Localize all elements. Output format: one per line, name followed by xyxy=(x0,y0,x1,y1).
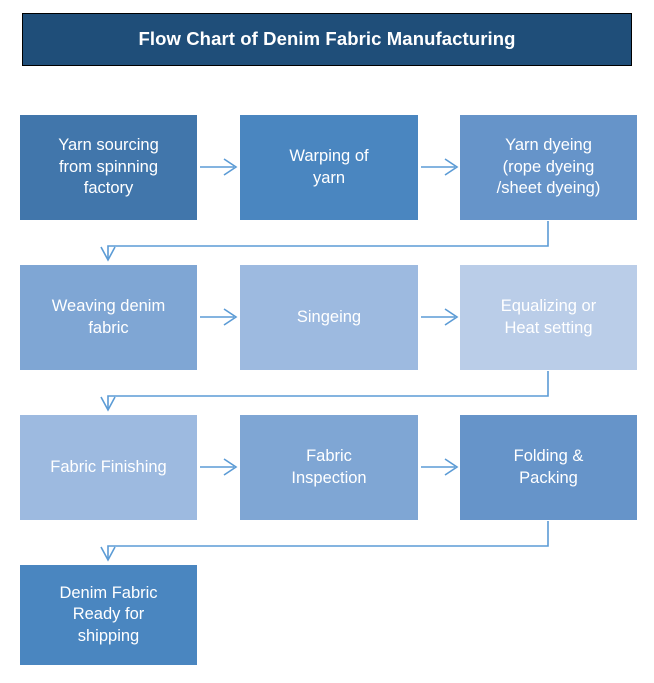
node-label: Warping of yarn xyxy=(289,147,369,187)
node-label: Yarn dyeing (rope dyeing /sheet dyeing) xyxy=(496,136,601,198)
node-folding-packing[interactable]: Folding & Packing xyxy=(460,415,637,520)
node-label: Singeing xyxy=(296,307,362,326)
arrow-inspection-to-folding-packing xyxy=(421,458,459,476)
node-warping-of-yarn[interactable]: Warping of yarn xyxy=(240,115,418,220)
node-yarn-dyeing[interactable]: Yarn dyeing (rope dyeing /sheet dyeing) xyxy=(460,115,637,220)
node-label: Fabric Finishing xyxy=(50,457,167,476)
chart-title-banner: Flow Chart of Denim Fabric Manufacturing xyxy=(22,13,632,66)
node-weaving-denim-fabric[interactable]: Weaving denim fabric xyxy=(20,265,197,370)
connector-folding-packing-to-denim-ready xyxy=(100,521,549,562)
node-label: Folding & Packing xyxy=(513,447,584,487)
arrow-yarn-sourcing-to-warping xyxy=(200,158,238,176)
node-fabric-inspection[interactable]: Fabric Inspection xyxy=(240,415,418,520)
connector-equalizing-to-fabric-finishing xyxy=(100,371,549,412)
node-yarn-sourcing[interactable]: Yarn sourcing from spinning factory xyxy=(20,115,197,220)
node-singeing[interactable]: Singeing xyxy=(240,265,418,370)
arrow-singeing-to-equalizing xyxy=(421,308,459,326)
arrow-warping-to-yarn-dyeing xyxy=(421,158,459,176)
node-denim-fabric-ready[interactable]: Denim Fabric Ready for shipping xyxy=(20,565,197,665)
page-title: Flow Chart of Denim Fabric Manufacturing xyxy=(138,28,516,50)
node-label: Denim Fabric Ready for shipping xyxy=(59,583,158,645)
arrow-fabric-finishing-to-inspection xyxy=(200,458,238,476)
connector-yarn-dyeing-to-weaving xyxy=(100,221,549,262)
node-label: Fabric Inspection xyxy=(291,447,367,487)
arrow-weaving-to-singeing xyxy=(200,308,238,326)
node-fabric-finishing[interactable]: Fabric Finishing xyxy=(20,415,197,520)
node-equalizing-heat-setting[interactable]: Equalizing or Heat setting xyxy=(460,265,637,370)
node-label: Yarn sourcing from spinning factory xyxy=(58,136,159,198)
node-label: Equalizing or Heat setting xyxy=(500,297,597,337)
node-label: Weaving denim fabric xyxy=(51,297,166,337)
